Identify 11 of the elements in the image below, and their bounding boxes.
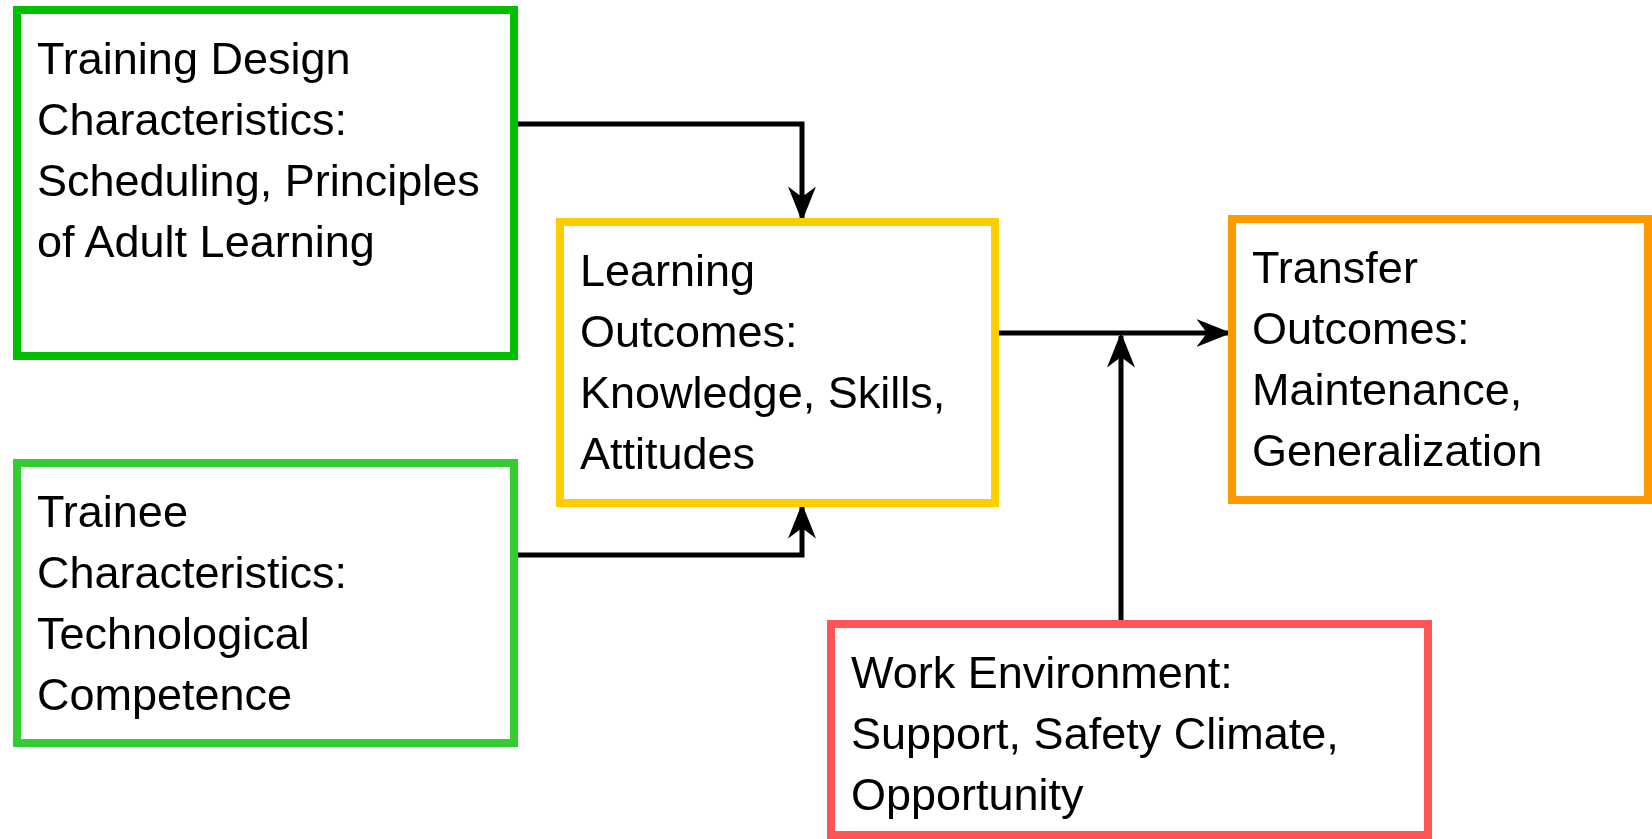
box-text: Trainee Characteristics: Technological Competence (37, 485, 349, 722)
process-box (1228, 215, 1652, 504)
box-text: Work Environment: Support, Safety Climate, Opportunity (851, 646, 1340, 822)
process-box (13, 459, 518, 747)
process-box (556, 218, 999, 507)
process-box (13, 6, 518, 360)
process-box (827, 620, 1432, 839)
box-text: Transfer Outcomes: Maintenance, Generalization (1252, 241, 1544, 478)
box-text: Learning Outcomes: Knowledge, Skills, Attitudes (580, 244, 947, 481)
box-text: Training Design Characteristics: Scheduling, Principles of Adult Learning (37, 32, 481, 269)
arrow (1107, 332, 1135, 620)
